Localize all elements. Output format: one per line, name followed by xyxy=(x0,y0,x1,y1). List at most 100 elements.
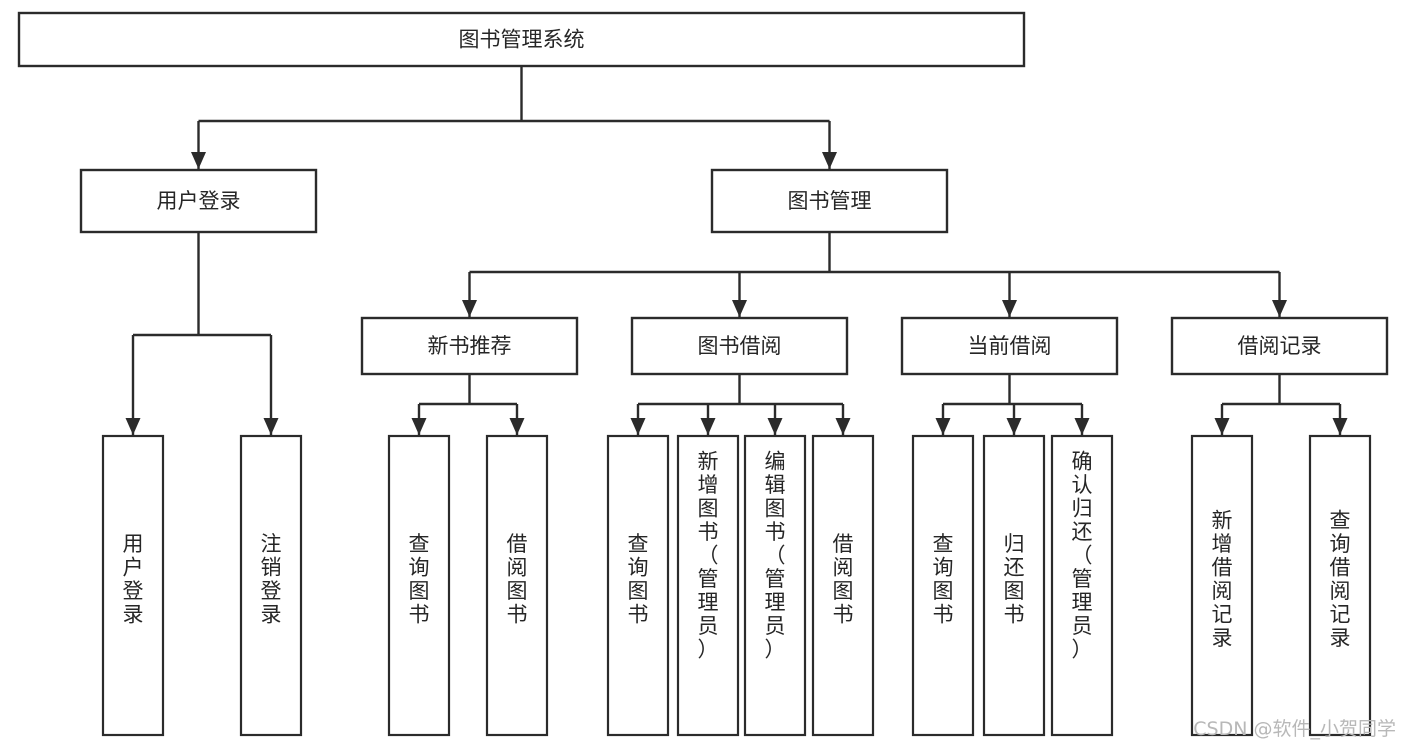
node-box[interactable] xyxy=(1190,434,1254,737)
node-label: 图书管理系统 xyxy=(459,28,585,52)
node-book-borrow[interactable]: 图书借阅 xyxy=(630,316,849,376)
node-box[interactable] xyxy=(710,168,949,234)
node-label-char: ） xyxy=(1072,637,1093,661)
node-root[interactable]: 图书管理系统 xyxy=(17,11,1026,68)
node-box[interactable] xyxy=(676,434,740,737)
node-leaf-query-book-current[interactable]: 查询图书查询图书 xyxy=(911,434,975,737)
node-label-char: 记 xyxy=(1330,602,1351,626)
node-label-char: 书 xyxy=(628,602,649,626)
node-box[interactable] xyxy=(1050,434,1114,737)
node-leaf-query-book-borrow[interactable]: 查询图书查询图书 xyxy=(606,434,670,737)
node-leaf-borrow-book[interactable]: 借阅图书借阅图书 xyxy=(811,434,875,737)
node-label-char: ） xyxy=(698,637,719,661)
node-label-char: 询 xyxy=(409,555,430,579)
node-user-login[interactable]: 用户登录 xyxy=(79,168,318,234)
node-label-char: 阅 xyxy=(1330,579,1351,603)
node-box[interactable] xyxy=(387,434,451,737)
node-label-char: 阅 xyxy=(507,555,528,579)
node-box[interactable] xyxy=(239,434,303,737)
arrow-head-icon xyxy=(835,418,851,435)
node-box[interactable] xyxy=(606,434,670,737)
node-label-char: 图 xyxy=(765,496,786,520)
node-leaf-logout-login[interactable]: 注销登录注销登录 xyxy=(239,434,303,737)
csdn-watermark: CSDN @软件_小贺同学 xyxy=(1193,718,1396,740)
node-box[interactable] xyxy=(17,11,1026,68)
node-label-char: （ xyxy=(765,543,786,567)
node-label-char: 管 xyxy=(765,567,786,591)
node-label-char: 登 xyxy=(123,579,144,603)
arrow-head-icon xyxy=(191,152,206,169)
node-label-char: 编 xyxy=(765,449,786,473)
node-leaf-query-book-recommend[interactable]: 查询图书查询图书 xyxy=(387,434,451,737)
node-leaf-borrow-book-recommend[interactable]: 借阅图书借阅图书 xyxy=(485,434,549,737)
node-box[interactable] xyxy=(79,168,318,234)
node-box[interactable] xyxy=(1308,434,1372,737)
node-leaf-user-login[interactable]: 用户登录用户登录 xyxy=(101,434,165,737)
arrow-head-icon xyxy=(1214,418,1230,435)
node-new-book-recommend[interactable]: 新书推荐 xyxy=(360,316,579,376)
arrow-head-icon xyxy=(509,418,525,435)
node-label: 借阅记录 xyxy=(1238,334,1322,358)
node-label-char: 理 xyxy=(1072,590,1093,614)
arrow-head-icon xyxy=(700,418,716,435)
arrow-head-icon xyxy=(767,418,783,435)
node-leaf-add-borrow-record[interactable]: 新增借阅记录新增借阅记录 xyxy=(1190,434,1254,737)
connector-edges xyxy=(125,66,1348,435)
node-label-char: 阅 xyxy=(833,555,854,579)
arrow-head-icon xyxy=(935,418,951,435)
node-label-char: 理 xyxy=(698,590,719,614)
node-label-char: 图 xyxy=(507,579,528,603)
arrow-head-icon xyxy=(1006,418,1022,435)
arrow-head-icon xyxy=(1074,418,1090,435)
node-box[interactable] xyxy=(911,434,975,737)
node-box[interactable] xyxy=(743,434,807,737)
node-label-char: 书 xyxy=(507,602,528,626)
node-box[interactable] xyxy=(900,316,1119,376)
node-current-borrow[interactable]: 当前借阅 xyxy=(900,316,1119,376)
node-label-char: 录 xyxy=(1330,626,1351,650)
node-label: 用户登录 xyxy=(157,189,241,213)
node-label-char: 增 xyxy=(698,473,719,497)
arrow-head-icon xyxy=(125,418,141,435)
arrow-head-icon xyxy=(732,300,747,317)
node-box[interactable] xyxy=(982,434,1046,737)
node-label-char: 查 xyxy=(933,532,954,556)
node-label-char: 书 xyxy=(698,520,719,544)
node-label-char: 录 xyxy=(1212,626,1233,650)
node-leaf-query-borrow-record[interactable]: 查询借阅记录查询借阅记录 xyxy=(1308,434,1372,737)
node-box[interactable] xyxy=(485,434,549,737)
node-label-char: 借 xyxy=(1212,555,1233,579)
node-box[interactable] xyxy=(360,316,579,376)
node-borrow-record[interactable]: 借阅记录 xyxy=(1170,316,1389,376)
node-label-char: 询 xyxy=(628,555,649,579)
node-label-char: 理 xyxy=(765,590,786,614)
node-label-char: 查 xyxy=(628,532,649,556)
node-label-char: 图 xyxy=(833,579,854,603)
diagram-nodes: 图书管理系统用户登录图书管理新书推荐图书借阅当前借阅借阅记录用户登录用户登录注销… xyxy=(17,11,1389,737)
node-box[interactable] xyxy=(811,434,875,737)
arrow-head-icon xyxy=(411,418,427,435)
node-label-char: ） xyxy=(765,637,786,661)
node-label: 当前借阅 xyxy=(968,334,1052,358)
node-leaf-return-book[interactable]: 归还图书归还图书 xyxy=(982,434,1046,737)
arrow-head-icon xyxy=(1002,300,1017,317)
node-label-char: 借 xyxy=(507,532,528,556)
node-box[interactable] xyxy=(630,316,849,376)
node-box[interactable] xyxy=(1170,316,1389,376)
node-label-char: 户 xyxy=(123,555,144,579)
node-box[interactable] xyxy=(101,434,165,737)
node-label-char: 员 xyxy=(698,614,719,638)
node-label-char: 还 xyxy=(1004,555,1025,579)
node-label-char: 图 xyxy=(698,496,719,520)
node-label-char: 阅 xyxy=(1212,579,1233,603)
arrow-head-icon xyxy=(1332,418,1348,435)
node-book-manage[interactable]: 图书管理 xyxy=(710,168,949,234)
node-label-char: 询 xyxy=(933,555,954,579)
node-label-char: 书 xyxy=(409,602,430,626)
node-label-char: 书 xyxy=(933,602,954,626)
node-label-char: 员 xyxy=(765,614,786,638)
